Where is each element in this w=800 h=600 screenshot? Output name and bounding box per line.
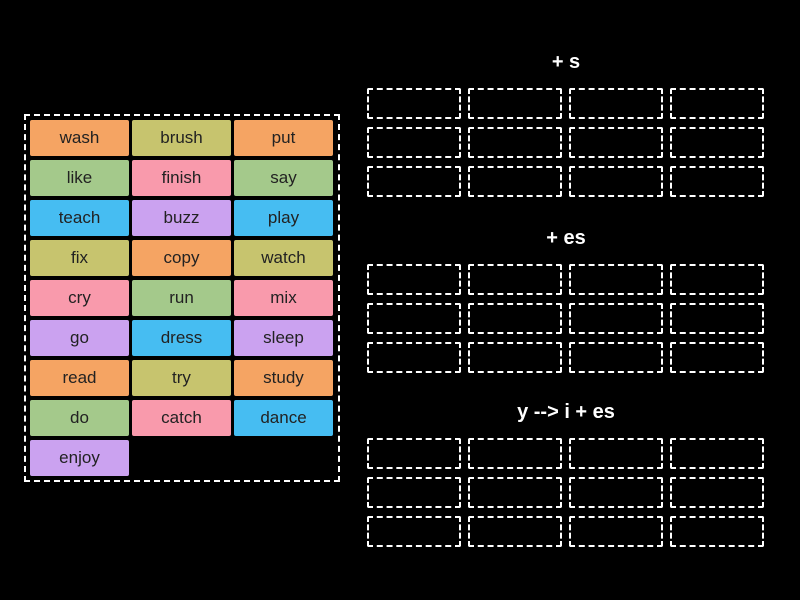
word-tile-watch[interactable]: watch xyxy=(234,240,333,276)
drop-slot[interactable] xyxy=(569,88,663,119)
drop-slot[interactable] xyxy=(367,303,461,334)
drop-slot[interactable] xyxy=(468,166,562,197)
word-tile-dance[interactable]: dance xyxy=(234,400,333,436)
word-tile-finish[interactable]: finish xyxy=(132,160,231,196)
drop-slot[interactable] xyxy=(468,303,562,334)
drop-slot[interactable] xyxy=(569,438,663,469)
drop-slot[interactable] xyxy=(367,264,461,295)
drop-slot[interactable] xyxy=(367,516,461,547)
drop-slot[interactable] xyxy=(367,166,461,197)
group-title: y --> i + es xyxy=(517,401,615,423)
category-groups: + s + es y --> i + es xyxy=(367,0,765,600)
drop-slot[interactable] xyxy=(367,342,461,373)
word-tile-brush[interactable]: brush xyxy=(132,120,231,156)
drop-slot[interactable] xyxy=(670,127,764,158)
drop-slot[interactable] xyxy=(468,438,562,469)
drop-slot[interactable] xyxy=(468,127,562,158)
drop-slot[interactable] xyxy=(468,477,562,508)
word-tile-study[interactable]: study xyxy=(234,360,333,396)
word-tile-catch[interactable]: catch xyxy=(132,400,231,436)
drop-slot[interactable] xyxy=(569,342,663,373)
word-tile-copy[interactable]: copy xyxy=(132,240,231,276)
drop-slot[interactable] xyxy=(670,88,764,119)
word-tile-wash[interactable]: wash xyxy=(30,120,129,156)
word-tile-dress[interactable]: dress xyxy=(132,320,231,356)
drop-slot[interactable] xyxy=(367,88,461,119)
drop-slot[interactable] xyxy=(569,516,663,547)
drop-slot[interactable] xyxy=(670,438,764,469)
drop-slot[interactable] xyxy=(367,127,461,158)
word-tile-go[interactable]: go xyxy=(30,320,129,356)
drop-slot[interactable] xyxy=(468,516,562,547)
group-plus-s: + s xyxy=(367,50,765,197)
drop-slot[interactable] xyxy=(367,438,461,469)
drop-slot[interactable] xyxy=(670,264,764,295)
word-tile-enjoy[interactable]: enjoy xyxy=(30,440,129,476)
word-tile-sleep[interactable]: sleep xyxy=(234,320,333,356)
word-tile-run[interactable]: run xyxy=(132,280,231,316)
drop-slot[interactable] xyxy=(569,127,663,158)
group-slot-grid xyxy=(367,264,765,373)
word-tile-read[interactable]: read xyxy=(30,360,129,396)
word-tile-buzz[interactable]: buzz xyxy=(132,200,231,236)
drop-slot[interactable] xyxy=(569,477,663,508)
drop-slot[interactable] xyxy=(670,516,764,547)
word-tile-do[interactable]: do xyxy=(30,400,129,436)
drop-slot[interactable] xyxy=(670,303,764,334)
drop-slot[interactable] xyxy=(468,342,562,373)
drop-slot[interactable] xyxy=(468,264,562,295)
group-title: + es xyxy=(546,227,586,249)
word-tile-cry[interactable]: cry xyxy=(30,280,129,316)
drop-slot[interactable] xyxy=(569,264,663,295)
word-tile-play[interactable]: play xyxy=(234,200,333,236)
word-tile-fix[interactable]: fix xyxy=(30,240,129,276)
word-tile-mix[interactable]: mix xyxy=(234,280,333,316)
group-y-to-i-es: y --> i + es xyxy=(367,400,765,547)
drop-slot[interactable] xyxy=(569,303,663,334)
drop-slot[interactable] xyxy=(670,166,764,197)
group-plus-es: + es xyxy=(367,226,765,373)
group-slot-grid xyxy=(367,438,765,547)
drop-slot[interactable] xyxy=(367,477,461,508)
drop-slot[interactable] xyxy=(468,88,562,119)
group-slot-grid xyxy=(367,88,765,197)
word-tile-try[interactable]: try xyxy=(132,360,231,396)
drop-slot[interactable] xyxy=(670,477,764,508)
word-tile-put[interactable]: put xyxy=(234,120,333,156)
word-tile-like[interactable]: like xyxy=(30,160,129,196)
group-title: + s xyxy=(551,51,581,73)
drop-slot[interactable] xyxy=(670,342,764,373)
word-tile-teach[interactable]: teach xyxy=(30,200,129,236)
drop-slot[interactable] xyxy=(569,166,663,197)
word-tile-say[interactable]: say xyxy=(234,160,333,196)
